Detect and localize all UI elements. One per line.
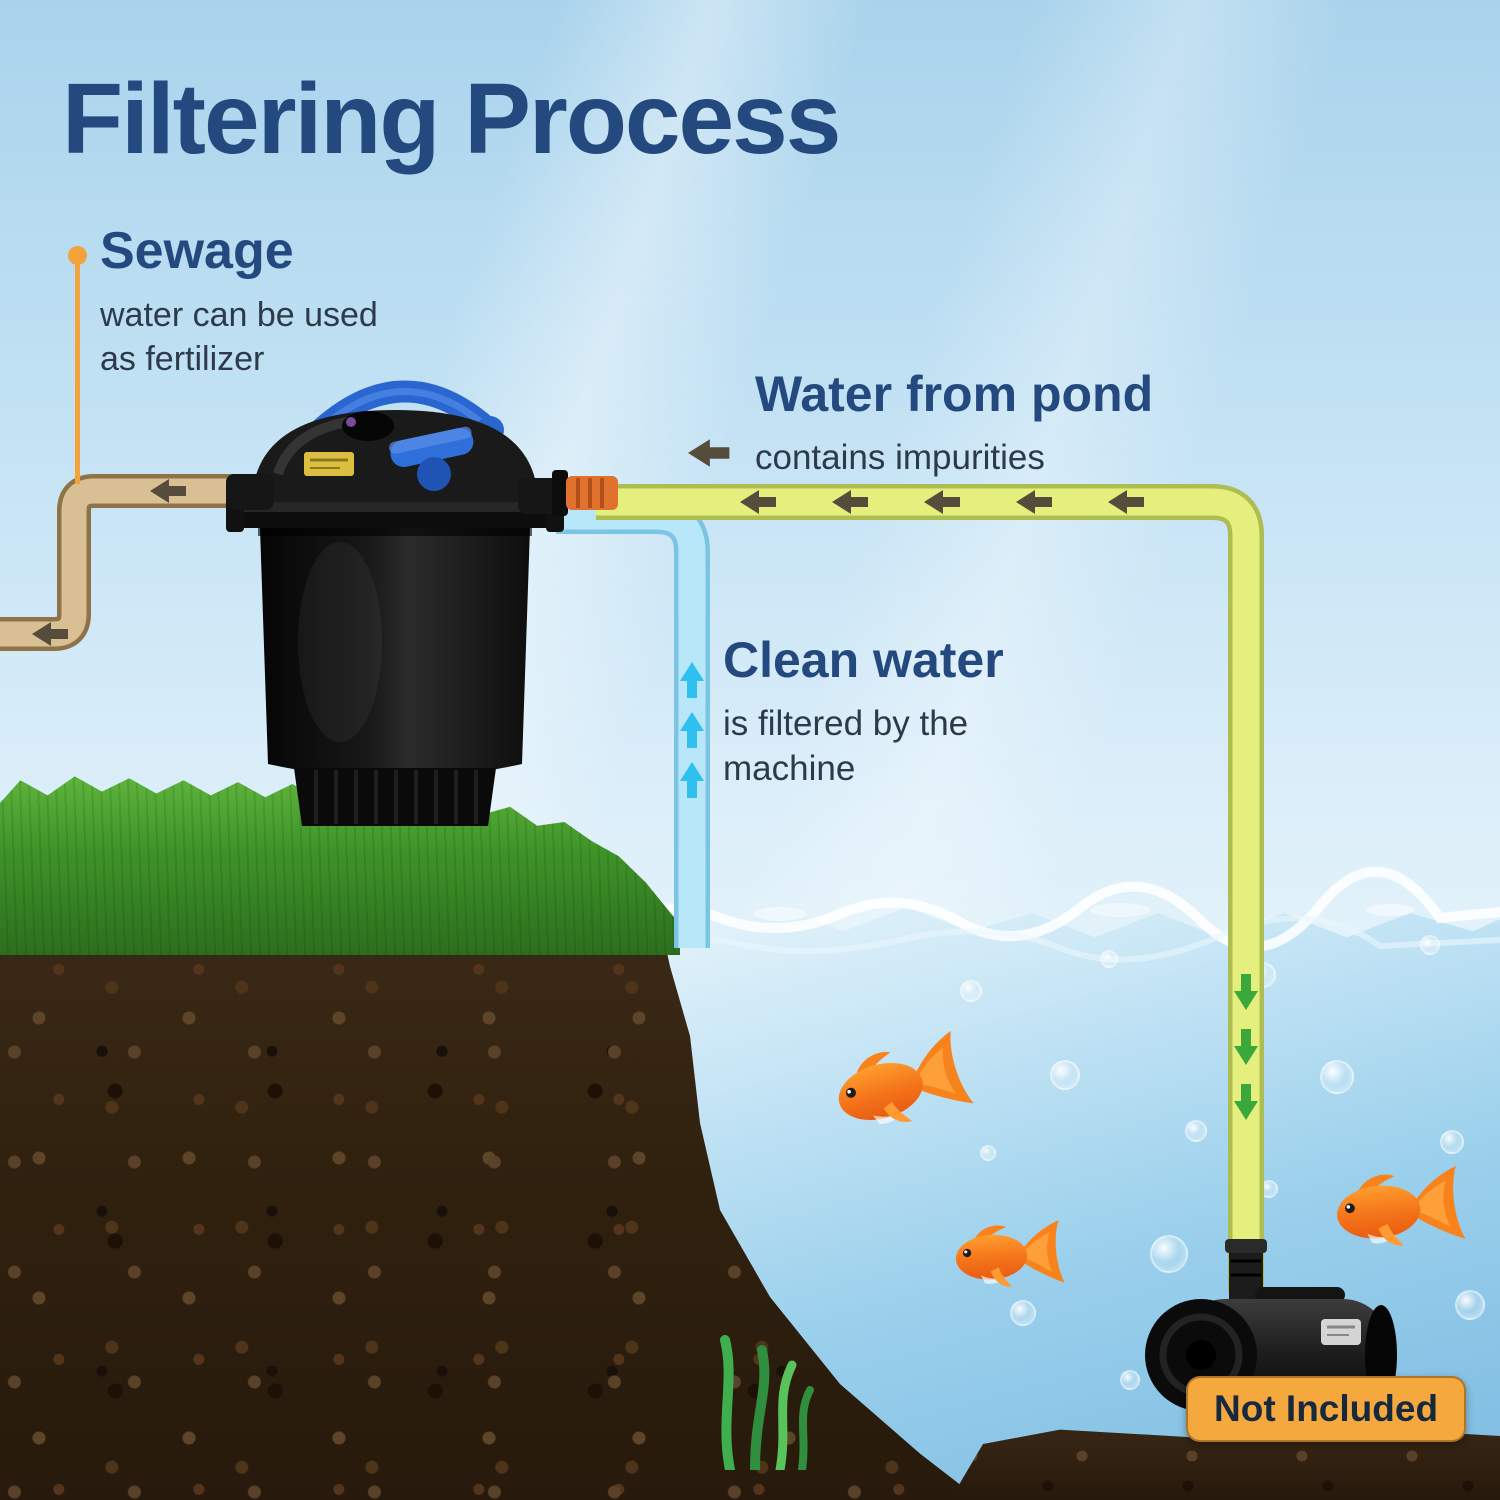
flow-arrow-down — [680, 662, 704, 698]
pump-spec-label — [1321, 1319, 1361, 1345]
flow-arrow-left — [150, 479, 186, 503]
flow-arrow-left — [32, 622, 68, 646]
outlet-port — [226, 474, 274, 510]
flow-arrow-left — [1108, 490, 1144, 514]
bubble — [960, 980, 982, 1002]
valve-handle — [389, 426, 474, 468]
flow-arrow-left — [740, 490, 776, 514]
clean-water-subtext: is filtered by the machine — [723, 703, 969, 789]
bubble — [1185, 1120, 1207, 1142]
flow-arrow-down — [680, 712, 704, 748]
bubble — [1100, 950, 1118, 968]
not-included-label: Not Included — [1214, 1388, 1439, 1429]
sewage-bullet-dot — [68, 246, 87, 265]
clean-water-heading: Clean water — [723, 632, 1004, 688]
inlet-port — [518, 478, 562, 514]
sewage-annotation: Sewage water can be used as fertilizer — [100, 224, 378, 381]
flow-arrow-left — [924, 490, 960, 514]
page-title: Filtering Process — [62, 63, 841, 175]
bubble — [980, 1145, 996, 1161]
flow-arrow-left — [832, 490, 868, 514]
sewage-heading: Sewage — [100, 222, 294, 280]
goldfish-icon — [953, 1219, 1065, 1291]
flow-arrow-left — [688, 439, 730, 467]
seaweed-icon — [720, 1335, 814, 1470]
bubble — [1455, 1290, 1485, 1320]
bubble — [1420, 935, 1440, 955]
bubble — [1260, 1180, 1278, 1198]
bubble — [1050, 1060, 1080, 1090]
flow-arrow-down — [680, 762, 704, 798]
pond-water-annotation: Water from pond contains impurities — [755, 368, 1153, 480]
bubble — [1010, 1300, 1036, 1326]
flow-arrow-left — [1016, 490, 1052, 514]
bubble — [1320, 1060, 1354, 1094]
pond-water-subtext: contains impurities — [755, 437, 1045, 477]
bubble — [1120, 1370, 1140, 1390]
pond-water-heading: Water from pond — [755, 366, 1154, 422]
pond-filter-unit — [226, 380, 618, 826]
not-included-badge: Not Included — [1186, 1376, 1467, 1442]
clean-water-annotation: Clean water is filtered by the machine — [723, 634, 1004, 792]
sewage-subtext: water can be used as fertilizer — [100, 295, 378, 378]
bubble — [1250, 962, 1276, 988]
sewage-callout-line — [75, 262, 80, 484]
warning-label — [304, 452, 354, 476]
bubble — [1440, 1130, 1464, 1154]
